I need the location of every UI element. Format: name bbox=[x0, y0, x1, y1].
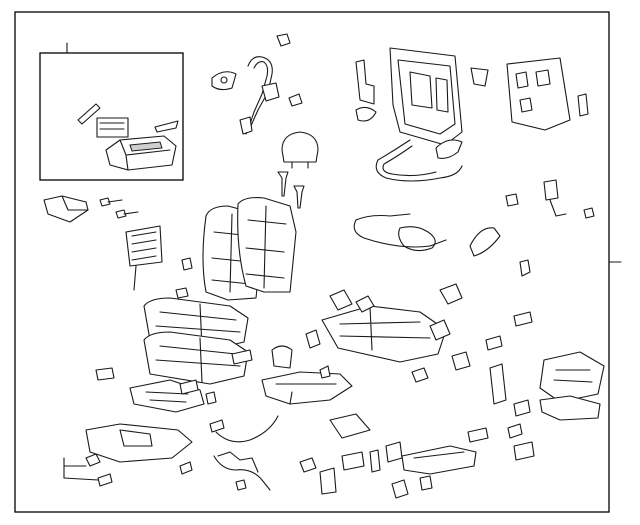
side-shield-cover bbox=[469, 227, 501, 257]
side-switch bbox=[543, 179, 559, 201]
rail-anchor bbox=[391, 479, 409, 499]
panel-hinge bbox=[577, 93, 589, 117]
heater-element bbox=[125, 225, 163, 267]
seat-cushions bbox=[143, 287, 253, 385]
belt-anchor-cover bbox=[211, 71, 237, 91]
seat-back-cushions bbox=[181, 197, 297, 301]
frame-pulley bbox=[355, 106, 377, 122]
track-base-plate bbox=[85, 423, 193, 463]
belt-retractor bbox=[261, 82, 280, 102]
headrest-guide-left bbox=[277, 171, 289, 197]
rail-foot bbox=[319, 467, 337, 495]
armrest-and-bolts bbox=[43, 195, 139, 223]
inset-seat-cushion-detail bbox=[39, 42, 184, 181]
frame-side-bracket bbox=[355, 59, 375, 105]
seat-back-frame bbox=[355, 47, 463, 159]
seat-heater-pad bbox=[125, 225, 163, 291]
seat-lower-pan bbox=[261, 345, 353, 405]
lower-left-trim bbox=[95, 367, 217, 413]
harness-connector bbox=[209, 419, 225, 433]
right-side-parts bbox=[411, 179, 605, 421]
headrest-guide-right bbox=[293, 185, 305, 209]
recliner-housing bbox=[539, 351, 605, 403]
inset-bracket-part bbox=[96, 117, 129, 138]
lower-pan-body bbox=[261, 371, 353, 405]
seat-belt-assembly bbox=[211, 33, 303, 135]
frame-latch bbox=[435, 139, 463, 159]
headrest bbox=[281, 131, 319, 163]
track-leader-tip-upper bbox=[85, 453, 101, 467]
release-cables-upper bbox=[375, 139, 463, 182]
track-leader-tip-lower bbox=[97, 473, 113, 487]
seat-back-panel bbox=[470, 57, 589, 131]
seat-cushion-frame bbox=[305, 283, 463, 363]
rail-bracket bbox=[329, 413, 371, 439]
belt-guide-clip bbox=[276, 33, 291, 47]
release-cables-lower bbox=[353, 213, 447, 252]
seat-back-board bbox=[506, 57, 571, 131]
frame-mount-bracket bbox=[329, 289, 353, 311]
headrest-assembly bbox=[277, 131, 319, 209]
panel-cover-clip bbox=[470, 67, 489, 87]
inset-frame bbox=[39, 52, 184, 181]
seat-cushion-lower bbox=[143, 331, 249, 385]
side-rail-post bbox=[489, 363, 507, 405]
wire-harnesses bbox=[209, 415, 279, 491]
inset-clip-part bbox=[77, 103, 101, 125]
seat-back-cushion-right bbox=[237, 197, 297, 293]
trim-clip bbox=[95, 367, 115, 381]
cushion-frame-pan bbox=[321, 305, 447, 363]
floor-track-base bbox=[63, 423, 193, 487]
inset-trim-part bbox=[154, 120, 179, 133]
floor-rail bbox=[401, 445, 477, 475]
armrest-end-cap bbox=[43, 195, 89, 223]
lower-pan-bracket bbox=[271, 345, 293, 369]
recliner-cover bbox=[539, 395, 601, 421]
floor-rail-parts bbox=[299, 399, 535, 499]
